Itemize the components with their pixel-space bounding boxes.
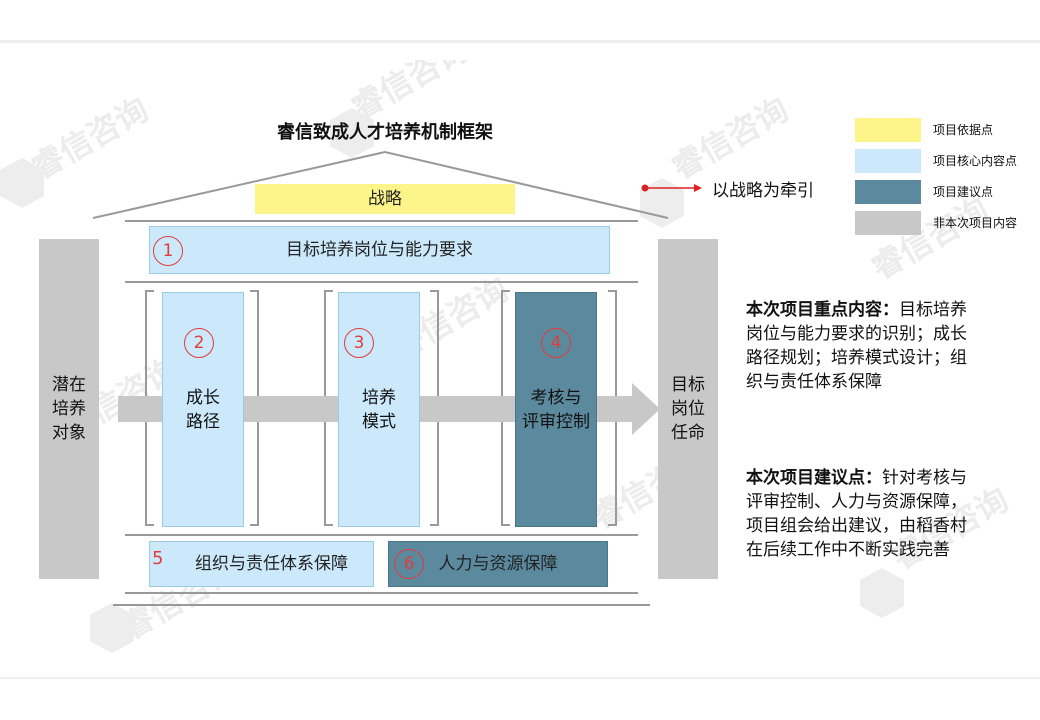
legend-label-core: 项目核心内容点 <box>933 154 1018 168</box>
badge-3: 3 <box>344 328 374 358</box>
page-title: 睿信致成人才培养机制框架 <box>277 122 493 143</box>
column-growth-path: 成长 路径 <box>162 292 244 527</box>
bottom-divider <box>0 677 1040 679</box>
badge-4: 4 <box>541 328 571 358</box>
strategy-box: 战略 <box>255 184 515 214</box>
watermark-logo-icon <box>860 568 904 618</box>
legend-swatch-basis <box>855 118 921 142</box>
target-requirements-band: 目标培养岗位与能力要求 <box>149 226 610 274</box>
column-training-mode: 培养 模式 <box>338 292 420 527</box>
legend-swatch-suggestion <box>855 180 921 204</box>
org-responsibility-box: 组织与责任体系保障 <box>149 541 374 587</box>
suggestion-note-title: 本次项目建议点： <box>746 468 882 488</box>
watermark-logo-icon <box>90 603 134 653</box>
watermark-logo-icon <box>640 178 684 228</box>
legend-swatch-core <box>855 149 921 173</box>
badge-5: 5 <box>152 548 164 569</box>
legend-label-out-of-scope: 非本次项目内容 <box>933 216 1018 230</box>
watermark-logo-icon <box>0 158 44 208</box>
org-responsibility-label: 组织与责任体系保障 <box>195 554 348 574</box>
suggestion-note: 本次项目建议点：针对考核与评审控制、人力与资源保障，项目组会给出建议，由稻香村在… <box>746 466 976 562</box>
badge-6: 6 <box>394 549 424 579</box>
watermark-logo-icon <box>330 108 374 158</box>
badge-2: 2 <box>184 328 214 358</box>
legend-label-basis: 项目依据点 <box>933 123 994 137</box>
badge-1: 1 <box>153 236 183 266</box>
target-requirements-label: 目标培养岗位与能力要求 <box>286 240 473 260</box>
roof-outline <box>92 150 669 219</box>
strategy-label: 战略 <box>368 189 402 209</box>
focus-note: 本次项目重点内容：目标培养岗位与能力要求的识别；成长路径规划；培养模式设计；组织… <box>746 298 976 394</box>
strategy-annotation: 以战略为牵引 <box>712 181 814 201</box>
column-growth-path-label: 成长 路径 <box>186 387 220 432</box>
column-assessment-control-label: 考核与 评审控制 <box>522 387 590 432</box>
annotation-arrowhead-icon <box>694 184 702 192</box>
top-divider <box>0 40 1040 43</box>
focus-note-title: 本次项目重点内容： <box>746 300 899 320</box>
right-pillar-target-appointment: 目标 岗位 任命 <box>658 239 718 579</box>
suggestion-note-body: 针对考核与评审控制、人力与资源保障，项目组会给出建议，由稻香村在后续工作中不断实… <box>746 468 967 560</box>
column-training-mode-label: 培养 模式 <box>362 387 396 432</box>
focus-note-body: 目标培养岗位与能力要求的识别；成长路径规划；培养模式设计；组织与责任体系保障 <box>746 300 967 392</box>
hr-resource-box: 人力与资源保障 <box>388 541 608 587</box>
left-pillar-potential-candidates: 潜在 培养 对象 <box>39 239 99 579</box>
legend-label-suggestion: 项目建议点 <box>933 185 994 199</box>
hr-resource-label: 人力与资源保障 <box>438 554 558 574</box>
legend-swatch-out-of-scope <box>855 211 921 235</box>
